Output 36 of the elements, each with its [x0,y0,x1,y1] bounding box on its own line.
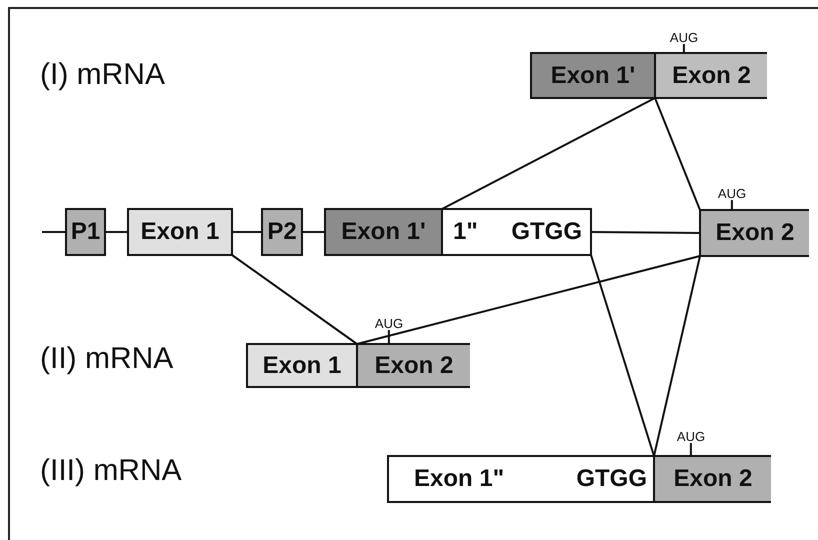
splice-line [590,254,655,456]
gene-backbone-line [232,231,262,233]
exon-box [387,455,655,503]
gene-backbone-line [590,231,700,234]
exon-box [441,208,592,256]
splice-line [653,256,701,456]
exon-label: 1" [453,220,478,244]
splice-line [654,98,701,210]
splice-line [231,254,358,345]
exon-label: Exon 2 [374,354,454,378]
gene-backbone-line [302,231,325,233]
exon-label: Exon 1" [414,467,504,491]
exon-label: Exon 1 [262,354,342,378]
transcript-label: (I) mRNA [40,60,165,90]
exon-label: GTGG [511,220,582,244]
exon-label: GTGG [576,467,647,491]
transcript-label: (II) mRNA [40,344,174,374]
exon-label: P1 [70,220,100,244]
exon-label: P2 [267,220,297,244]
exon-label: Exon 2 [674,467,752,491]
splice-line [356,255,700,345]
exon-box [246,343,358,388]
exon-label: Exon 2 [716,221,794,245]
gene-backbone-line [42,231,66,233]
exon-label: Exon 1' [550,64,636,88]
splice-line [442,97,656,210]
exon-box [530,52,656,99]
exon-box [65,208,106,256]
transcript-label: (III) mRNA [40,456,182,486]
exon-box [261,208,303,256]
exon-box [127,208,233,256]
exon-label: Exon 2 [672,64,751,88]
exon-label: Exon 1 [140,220,220,244]
exon-label: Exon 1' [341,220,426,244]
gene-backbone-line [105,231,128,233]
exon-box [324,208,443,256]
